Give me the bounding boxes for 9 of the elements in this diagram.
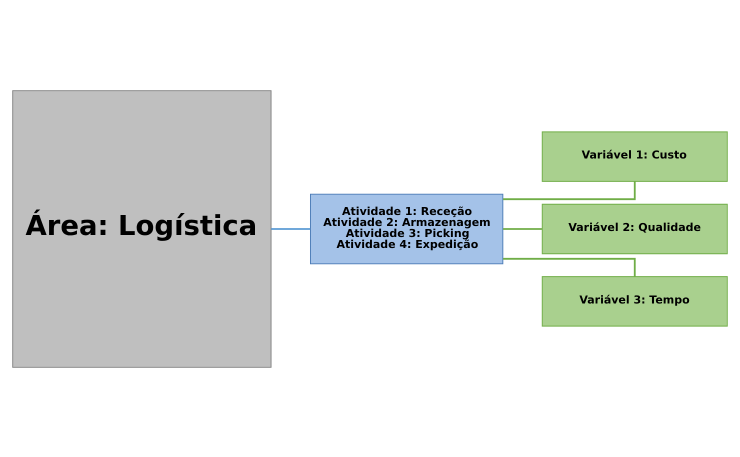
connector (503, 228, 542, 230)
connector (503, 257, 636, 276)
node-box: Variável 1: Custo (542, 130, 728, 182)
node-box: Variável 3: Tempo (542, 276, 728, 326)
node-box: Atividade 1: Receção Atividade 2: Armazenagem Atividade 3: Picking Atividade 4: Expedição (310, 193, 504, 264)
node-box: Variável 2: Qualidade (542, 203, 728, 254)
connector (503, 180, 636, 200)
node-box: Área: Logística (12, 90, 272, 368)
connector (271, 228, 310, 230)
